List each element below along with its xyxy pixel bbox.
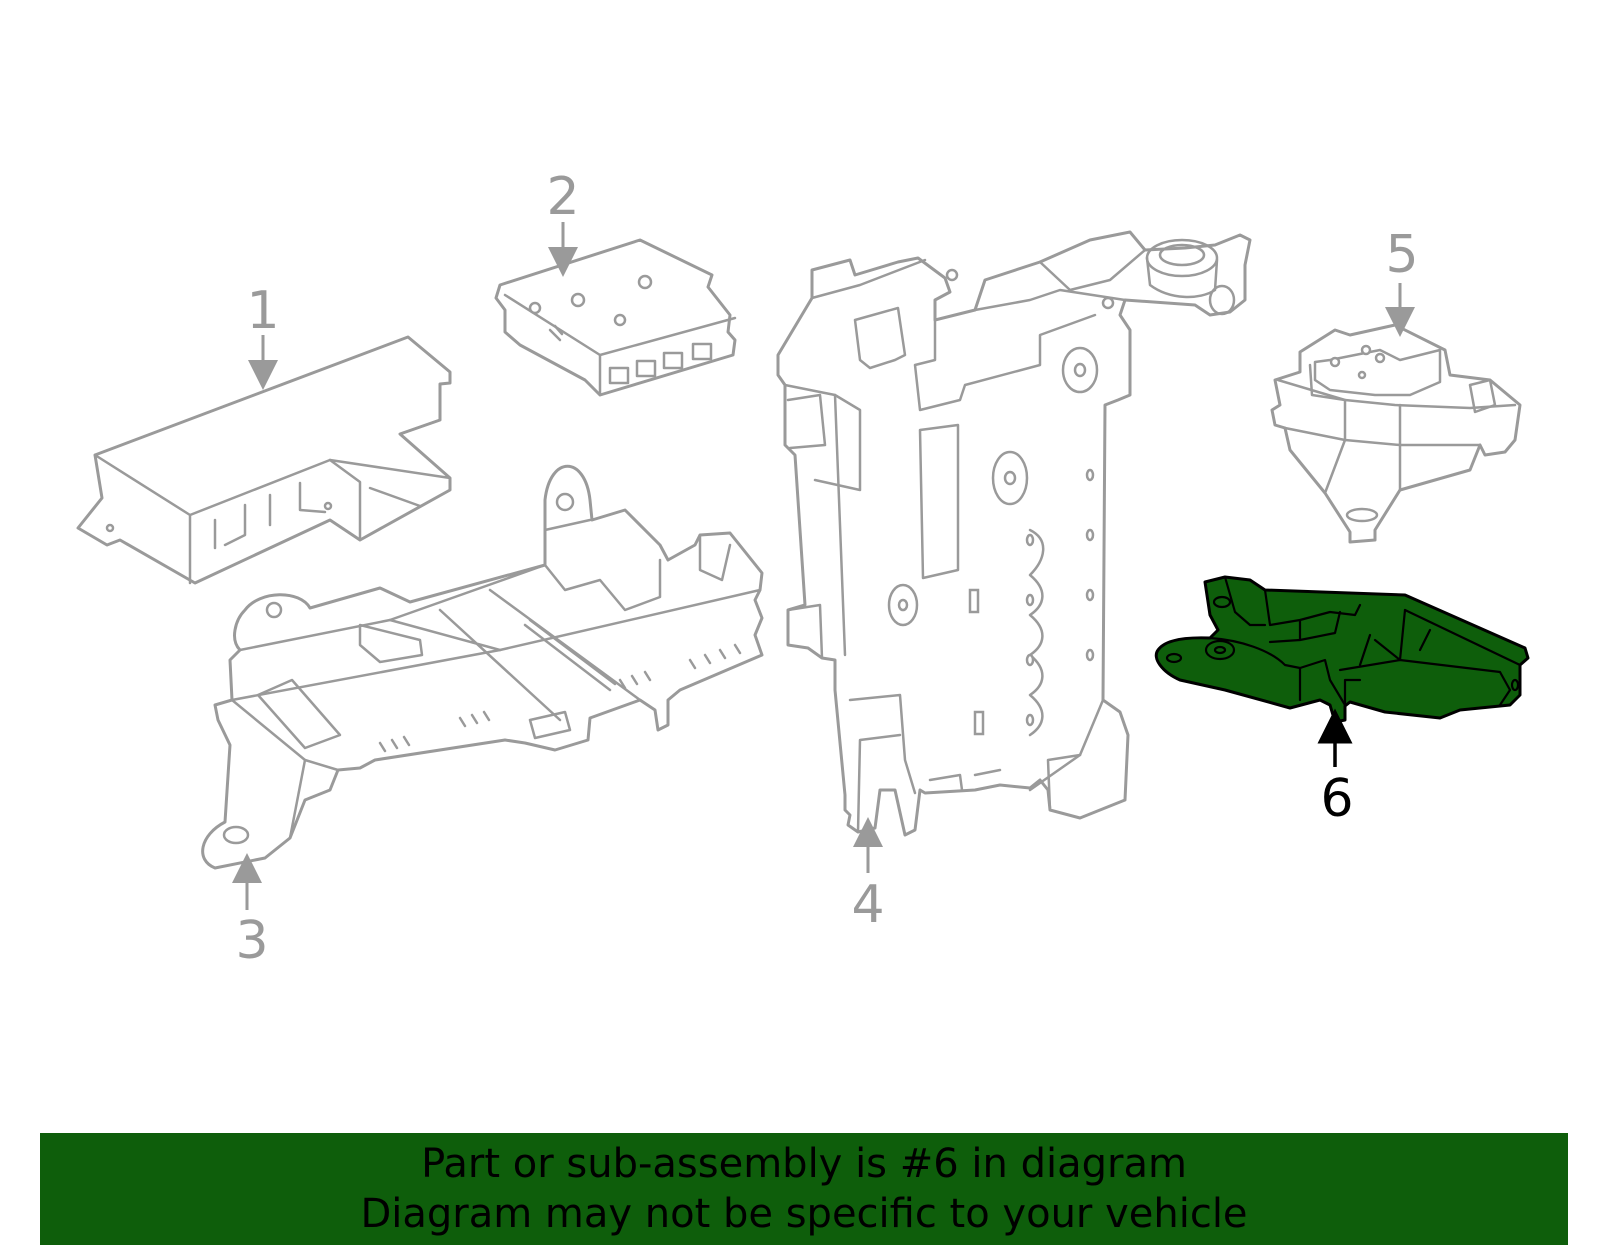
part-4-main-frame[interactable] <box>776 230 1252 837</box>
part-2-connector-module[interactable] <box>494 238 737 397</box>
banner-line-1: Part or sub-assembly is #6 in diagram <box>421 1141 1187 1187</box>
banner-line-2: Diagram may not be specific to your vehi… <box>360 1191 1248 1237</box>
callout-5: 5 <box>1385 225 1418 285</box>
parts-diagram: 1 2 3 4 5 6 <box>76 167 1530 971</box>
callout-1: 1 <box>246 281 279 341</box>
part-3-tray-bracket[interactable] <box>201 464 764 870</box>
part-1-module[interactable] <box>76 335 452 585</box>
info-banner: Part or sub-assembly is #6 in diagram Di… <box>40 1133 1568 1245</box>
callout-4: 4 <box>851 875 884 935</box>
part-6-bracket-highlighted[interactable] <box>1154 575 1530 724</box>
callout-6: 6 <box>1320 769 1353 829</box>
part-6-shape <box>1154 575 1530 724</box>
callout-2: 2 <box>546 167 579 227</box>
part-5-housing[interactable] <box>1270 323 1522 544</box>
callout-3: 3 <box>235 911 268 971</box>
